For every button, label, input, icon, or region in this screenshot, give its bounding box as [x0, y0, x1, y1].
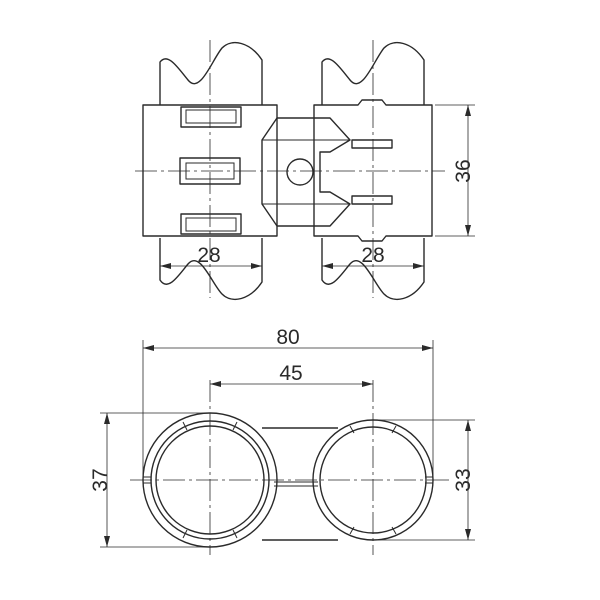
right-lower-slot — [351, 195, 393, 205]
right-pipe-bottom-stub — [321, 238, 425, 301]
front-view: 80 45 37 33 — [89, 326, 475, 555]
dim-label-right-diameter: 33 — [452, 468, 475, 491]
dim-label-top-left-width: 28 — [197, 244, 220, 267]
top-view: 28 28 36 — [135, 40, 475, 301]
left-clamp-body — [142, 104, 278, 237]
dim-label-top-right-width: 28 — [361, 244, 384, 267]
dim-center-distance: 45 — [210, 362, 373, 387]
dim-overall-width: 80 — [142, 326, 434, 478]
left-lower-tab — [180, 213, 242, 235]
dim-left-diameter: 37 — [89, 412, 210, 548]
dim-top-height: 36 — [435, 104, 475, 237]
dim-label-top-height: 36 — [452, 159, 475, 182]
dim-right-diameter: 33 — [373, 419, 475, 541]
dim-top-left-width: 28 — [159, 240, 263, 275]
right-clamp-body — [313, 99, 433, 242]
center-joint — [261, 117, 351, 227]
right-pipe-top-stub — [321, 41, 425, 105]
dim-top-right-width: 28 — [321, 240, 425, 275]
left-pipe-top-stub — [159, 41, 263, 105]
center-bolt-hole — [286, 158, 314, 186]
left-upper-tab — [180, 106, 242, 128]
dim-label-overall-width: 80 — [276, 326, 299, 349]
dim-label-center-distance: 45 — [279, 362, 302, 385]
left-pipe-bottom-stub — [159, 238, 263, 301]
dim-label-left-diameter: 37 — [89, 468, 112, 491]
right-upper-slot — [351, 139, 393, 149]
